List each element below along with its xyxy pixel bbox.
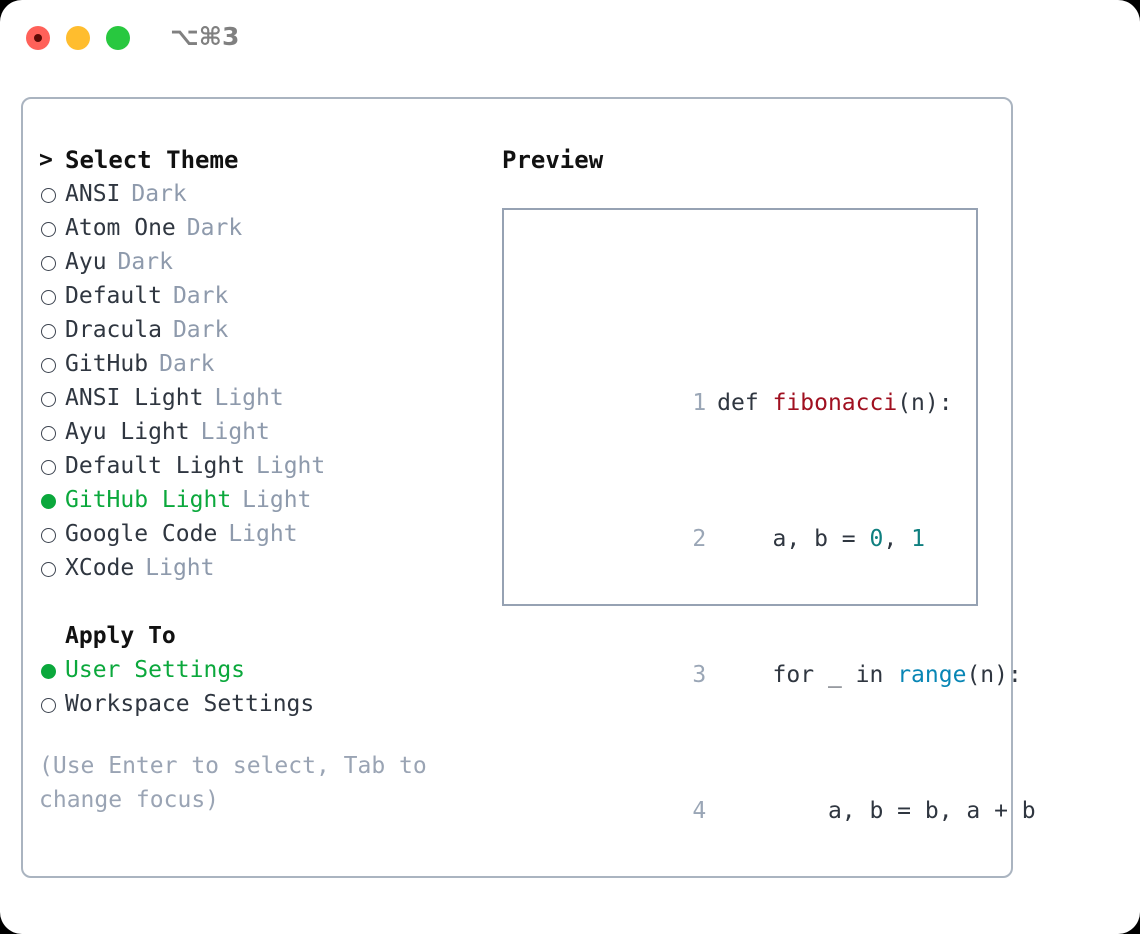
theme-name: ANSI: [65, 181, 121, 207]
code-line: 2 a, b = 0, 1: [518, 488, 1085, 552]
theme-variant-tag: Dark: [186, 215, 243, 241]
theme-variant-tag: Dark: [131, 181, 187, 207]
theme-option-default-light[interactable]: Default Light Light: [39, 449, 489, 483]
keyboard-hint-text: (Use Enter to select, Tab to change focu…: [39, 753, 427, 813]
line-number: 4: [692, 798, 707, 824]
window-controls: [26, 26, 130, 50]
theme-name: Dracula: [65, 317, 162, 343]
theme-name: Atom One: [65, 215, 176, 241]
code-token: ,: [883, 526, 912, 552]
theme-name: ANSI Light: [65, 385, 204, 411]
theme-option-default-dark[interactable]: Default Dark: [39, 279, 489, 313]
code-token-number: 1: [911, 526, 925, 552]
keyboard-shortcut-label: ⌥⌘3: [170, 22, 240, 51]
page-title: Select Theme: [65, 146, 239, 174]
apply-to-option-label: Workspace Settings: [65, 691, 315, 717]
theme-option-atom-one-dark[interactable]: Atom One Dark: [39, 211, 489, 245]
code-token: a, b = b, a + b: [717, 798, 1036, 824]
theme-selector-panel: > Select Theme ANSI Dark Atom One Dark A…: [21, 97, 1036, 878]
apply-to-label: Apply To: [65, 623, 176, 649]
code-token-function: fibonacci: [772, 390, 898, 416]
theme-variant-tag: Light: [228, 521, 298, 547]
theme-variant-tag: Dark: [172, 317, 229, 343]
code-token-number: 0: [869, 526, 884, 552]
theme-name: Ayu: [65, 249, 107, 275]
theme-name: Default: [65, 283, 162, 309]
theme-name: XCode: [65, 555, 135, 581]
apply-to-option-user-settings[interactable]: User Settings: [39, 653, 489, 687]
theme-list-column: > Select Theme ANSI Dark Atom One Dark A…: [39, 143, 489, 817]
theme-variant-tag: Light: [256, 453, 326, 479]
code-line: 5 return a: [518, 896, 1085, 930]
theme-option-ansi-dark[interactable]: ANSI Dark: [39, 177, 489, 211]
theme-variant-tag: Light: [242, 487, 312, 513]
title-bar: ⌥⌘3: [0, 0, 1140, 78]
page-title-row: > Select Theme: [39, 143, 489, 177]
theme-variant-tag: Dark: [117, 249, 173, 275]
theme-variant-tag: Light: [214, 385, 284, 411]
code-token: a, b =: [717, 526, 870, 552]
line-number: 1: [692, 390, 707, 416]
prompt-marker-icon: >: [39, 147, 53, 173]
apply-to-option-workspace-settings[interactable]: Workspace Settings: [39, 687, 489, 721]
theme-option-github-light[interactable]: GitHub Light Light: [39, 483, 489, 517]
line-number: 2: [692, 526, 707, 552]
code-token-builtin: range: [897, 662, 967, 688]
section-spacer: [39, 585, 489, 619]
code-token: def: [717, 390, 773, 416]
theme-variant-tag: Dark: [159, 351, 215, 377]
apply-to-option-label: User Settings: [65, 657, 246, 683]
theme-option-ansi-light[interactable]: ANSI Light Light: [39, 381, 489, 415]
theme-option-github-dark[interactable]: GitHub Dark: [39, 347, 489, 381]
theme-name: GitHub: [65, 351, 149, 377]
theme-name: Default Light: [65, 453, 246, 479]
line-number: 3: [692, 662, 707, 688]
preview-heading: Preview: [502, 146, 604, 174]
code-token: (n):: [966, 662, 1022, 688]
theme-option-ayu-light[interactable]: Ayu Light Light: [39, 415, 489, 449]
theme-option-xcode-light[interactable]: XCode Light: [39, 551, 489, 585]
code-token: for _ in: [717, 662, 898, 688]
theme-name: Ayu Light: [65, 419, 190, 445]
zoom-window-button[interactable]: [106, 26, 130, 50]
line-number: 5: [684, 930, 706, 934]
theme-option-dracula-dark[interactable]: Dracula Dark: [39, 313, 489, 347]
theme-variant-tag: Dark: [172, 283, 229, 309]
theme-variant-tag: Light: [145, 555, 215, 581]
close-window-button[interactable]: [26, 26, 50, 50]
theme-name: GitHub Light: [65, 487, 232, 513]
code-line: 1 def fibonacci(n):: [518, 352, 1085, 416]
theme-option-google-code-light[interactable]: Google Code Light: [39, 517, 489, 551]
code-token: (n):: [897, 390, 953, 416]
apply-to-heading-row: Apply To: [39, 619, 489, 653]
minimize-window-button[interactable]: [66, 26, 90, 50]
code-line: 3 for _ in range(n):: [518, 624, 1085, 688]
theme-option-ayu-dark[interactable]: Ayu Dark: [39, 245, 489, 279]
theme-variant-tag: Light: [200, 419, 270, 445]
theme-name: Google Code: [65, 521, 218, 547]
code-line: 4 a, b = b, a + b: [518, 760, 1085, 824]
